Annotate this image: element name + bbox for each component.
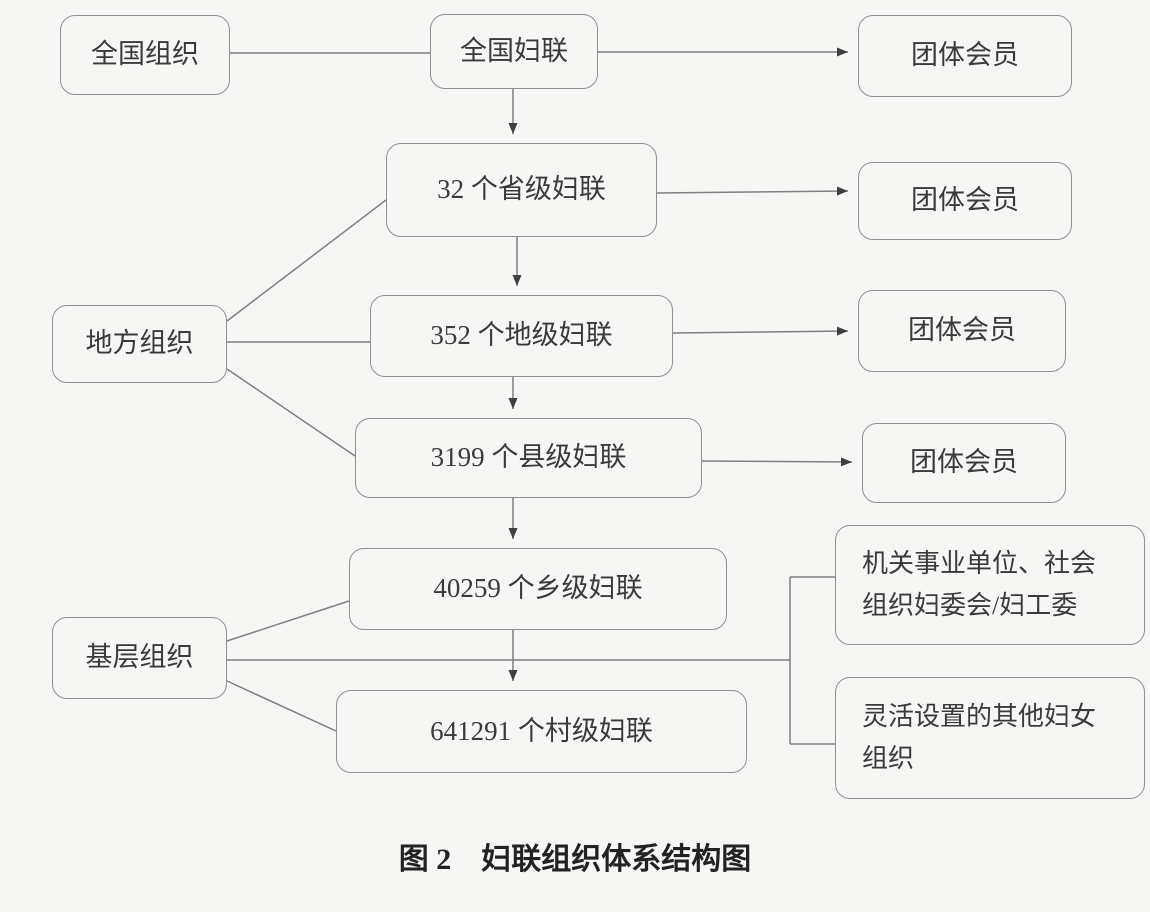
node-label: 机关事业单位、社会组织妇委会/妇工委 — [862, 548, 1097, 620]
node-local-org: 地方组织 — [52, 305, 227, 383]
node-group-member-national: 团体会员 — [858, 15, 1072, 97]
node-label: 641291 个村级妇联 — [430, 715, 653, 746]
node-label: 地方组织 — [85, 328, 194, 359]
node-flexible-orgs: 灵活设置的其他妇女组织 — [835, 677, 1145, 799]
node-label: 全国妇联 — [460, 35, 568, 66]
node-label: 32 个省级妇联 — [437, 174, 606, 205]
node-label: 团体会员 — [910, 447, 1018, 478]
node-county-federation: 3199 个县级妇联 — [355, 418, 702, 498]
connector-grassroots-to-township — [226, 600, 350, 642]
node-label: 352 个地级妇联 — [430, 320, 613, 351]
node-group-member-prefecture: 团体会员 — [858, 290, 1066, 372]
connector-prefecture-to-group-member — [672, 326, 849, 336]
node-group-member-county: 团体会员 — [862, 423, 1066, 503]
figure-title: 妇联组织体系结构图 — [481, 843, 752, 876]
node-label: 团体会员 — [908, 315, 1016, 346]
node-village-federation: 641291 个村级妇联 — [336, 690, 747, 773]
node-label: 团体会员 — [911, 185, 1019, 216]
node-grassroots-org: 基层组织 — [52, 617, 227, 699]
node-prefecture-federation: 352 个地级妇联 — [370, 295, 673, 377]
connector-local-org-to-provincial — [226, 199, 387, 322]
connector-county-to-group-member — [701, 457, 853, 467]
node-township-federation: 40259 个乡级妇联 — [349, 548, 727, 630]
connector-local-org-to-county — [226, 368, 356, 457]
node-label: 基层组织 — [85, 642, 194, 673]
node-label: 团体会员 — [911, 40, 1019, 71]
node-label: 灵活设置的其他妇女组织 — [862, 701, 1097, 773]
node-label: 40259 个乡级妇联 — [433, 573, 643, 604]
connector-grassroots-to-village — [226, 680, 337, 732]
node-national-federation: 全国妇联 — [430, 14, 598, 89]
figure-caption: 图 2 妇联组织体系结构图 — [0, 834, 1150, 878]
figure-number: 图 2 — [398, 843, 452, 876]
node-label: 3199 个县级妇联 — [430, 442, 627, 473]
node-group-member-provincial: 团体会员 — [858, 162, 1072, 240]
node-national-org: 全国组织 — [60, 15, 230, 95]
node-work-committees: 机关事业单位、社会组织妇委会/妇工委 — [835, 525, 1145, 645]
connector-provincial-to-group-member — [656, 186, 849, 196]
node-label: 全国组织 — [91, 39, 199, 70]
node-provincial-federation: 32 个省级妇联 — [386, 143, 657, 237]
